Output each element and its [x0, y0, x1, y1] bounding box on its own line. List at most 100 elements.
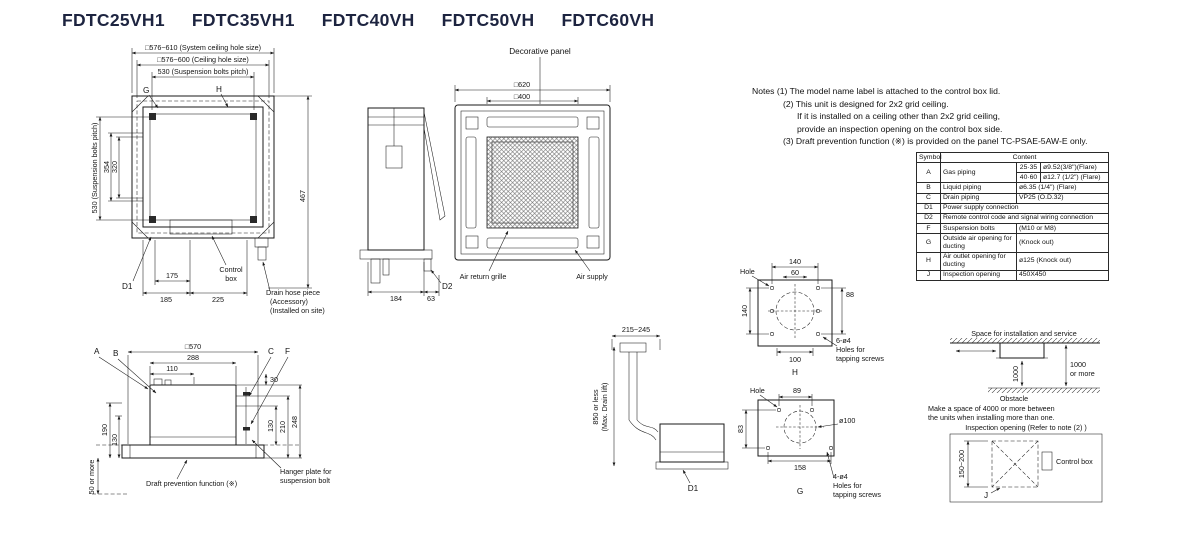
space-dim-1000-or-more-2: or more: [1070, 369, 1095, 378]
spec-value-a2: ø12.7 (1/2") (Flare): [1039, 172, 1110, 184]
plan-dim-354: 354: [102, 161, 111, 173]
air-return-grille-shape: [486, 136, 579, 229]
plan-view: □576~610 (System ceiling hole size) □576…: [90, 43, 325, 315]
side-dim-184: 184: [390, 294, 402, 303]
spec-model-a2: 40·60: [1016, 172, 1041, 184]
plan-ceiling-hole-outline: [136, 100, 270, 234]
spec-header-content: Content: [939, 151, 1110, 164]
decorative-panel-label: Decorative panel: [509, 47, 571, 56]
spec-value-g: (Knock out): [1015, 233, 1110, 253]
spec-name-j: Inspection opening: [940, 269, 1017, 282]
hole-h-screws-1: 6-ø4: [836, 336, 851, 345]
section-dim-130-left: 130: [110, 434, 119, 446]
inspection-opening-view: Inspection opening (Refer to note (2) ) …: [949, 423, 1103, 503]
air-supply-slot-left: [465, 136, 477, 229]
symbol-label-d1: D1: [122, 282, 133, 291]
air-supply-slot-top: [486, 116, 579, 128]
note-line-3: If it is installed on a ceiling other th…: [797, 111, 1001, 122]
drain-dim-850-note: (Max. Drain lift): [600, 383, 609, 432]
air-supply-slot-right: [588, 136, 600, 229]
drain-hose-piece-shape: [254, 237, 269, 248]
symbol-label-b: B: [113, 349, 119, 358]
hole-detail-g: Hole 89 83 ø100 158 4-ø4 Holes for tappi…: [736, 386, 881, 499]
suspension-bolt-mark: [250, 113, 257, 120]
spec-name-f: Suspension bolts: [940, 223, 1017, 235]
section-unit-body: [149, 384, 237, 446]
drain-hose-label-3: (Installed on site): [270, 306, 325, 315]
symbol-label-f: F: [285, 347, 290, 356]
air-supply-slot-bottom: [486, 237, 579, 249]
symbol-label-g: G: [143, 86, 149, 95]
spec-value-a1: ø9.52(3/8")(Flare): [1039, 162, 1110, 174]
symbol-label-a: A: [94, 347, 100, 356]
spec-symbol-j: J: [916, 269, 941, 282]
hole-h-hole-label: Hole: [740, 267, 755, 276]
note-line-5: (3) Draft prevention function (※) is pro…: [783, 136, 1088, 147]
hole-h-title: H: [792, 368, 798, 377]
section-dim-570: □570: [185, 342, 201, 351]
model-title-row: FDTC25VH1 FDTC35VH1 FDTC40VH FDTC50VH FD…: [62, 10, 654, 31]
space-title: Space for installation and service: [971, 329, 1076, 338]
inspection-dim-150-200: 150~200: [957, 450, 966, 478]
section-view: □570 288 110 A B C F: [87, 342, 332, 494]
hole-h-dim-140-left: 140: [740, 305, 749, 317]
section-dim-190: 190: [100, 424, 109, 436]
side-panel-flange: [359, 249, 433, 260]
spec-symbol-h: H: [916, 251, 941, 271]
hole-g-screws-2: Holes for: [833, 481, 862, 490]
side-view: 184 63 D2: [359, 107, 453, 303]
panel-dim-400: □400: [514, 92, 530, 101]
air-supply-label: Air supply: [576, 272, 608, 281]
symbol-label-h: H: [216, 85, 222, 94]
hole-h-dim-100: 100: [789, 355, 801, 364]
spec-name-c: Drain piping: [940, 192, 1017, 204]
hanger-plate-label-1: Hanger plate for: [280, 467, 332, 476]
hanger-plate-label-2: suspension bolt: [280, 476, 330, 485]
hole-h-dim-60: 60: [791, 268, 799, 277]
section-dim-50-or-more: 50 or more: [87, 460, 96, 495]
drain-hose-label-2: (Accessory): [270, 297, 308, 306]
spec-model-a1: 25·35: [1016, 162, 1041, 174]
hole-detail-h: 140 60 Hole 88 140 100 6-ø4 Holes for ta…: [740, 257, 884, 377]
control-box-label-1: Control: [219, 265, 243, 274]
side-unit-outline: [367, 107, 425, 251]
space-note-2: the units when installing more than one.: [928, 413, 1055, 422]
spec-name-h: Air outlet opening for ducting: [940, 251, 1017, 271]
spec-symbol-g: G: [916, 233, 941, 253]
suspension-bolt-mark: [149, 216, 156, 223]
section-dim-130-right: 130: [266, 420, 275, 432]
hole-g-title: G: [797, 487, 803, 496]
ceiling-hatch: [950, 338, 1100, 343]
side-dim-63: 63: [427, 294, 435, 303]
symbol-label-d2: D2: [442, 282, 453, 291]
hole-g-hole-label: Hole: [750, 386, 765, 395]
notes-block: Notes (1) The model name label is attach…: [752, 85, 1087, 148]
plan-dim-bolt-pitch-left: 530 (Suspension bolts pitch): [90, 123, 99, 214]
symbol-label-d1-bottom: D1: [688, 484, 699, 493]
hole-h-dim-88: 88: [846, 290, 854, 299]
obstacle-hatch: [988, 388, 1100, 393]
model-name-5: FDTC60VH: [561, 10, 655, 30]
drain-unit-sketch: [659, 423, 725, 463]
suspension-bolt-mark: [250, 216, 257, 223]
spec-name-g: Outside air opening for ducting: [940, 233, 1017, 253]
hole-h-flange: [757, 279, 833, 347]
model-name-1: FDTC25VH1: [62, 10, 165, 30]
space-dim-1000: 1000: [1011, 366, 1020, 382]
inspection-opening-square: [991, 440, 1039, 488]
plan-dim-320: 320: [110, 161, 119, 173]
inspection-control-box-shape: [1041, 451, 1053, 471]
drain-dim-215-245: 215~245: [622, 325, 650, 334]
spec-value-j: 450X450: [1015, 269, 1110, 282]
spec-symbol-b: B: [916, 182, 941, 194]
drain-dim-850: 850 or less: [591, 389, 600, 425]
side-drain-pipe: [370, 258, 381, 284]
model-name-2: FDTC35VH1: [191, 10, 295, 30]
hole-g-dim-83: 83: [736, 425, 745, 433]
section-dim-30: 30: [270, 375, 278, 384]
plan-dim-185: 185: [160, 295, 172, 304]
plan-dim-225: 225: [212, 295, 224, 304]
space-dim-1000-or-more-1: 1000: [1070, 360, 1086, 369]
spec-name-d2: Remote control code and signal wiring co…: [939, 212, 1110, 225]
hole-g-screws-3: tapping screws: [833, 490, 881, 499]
